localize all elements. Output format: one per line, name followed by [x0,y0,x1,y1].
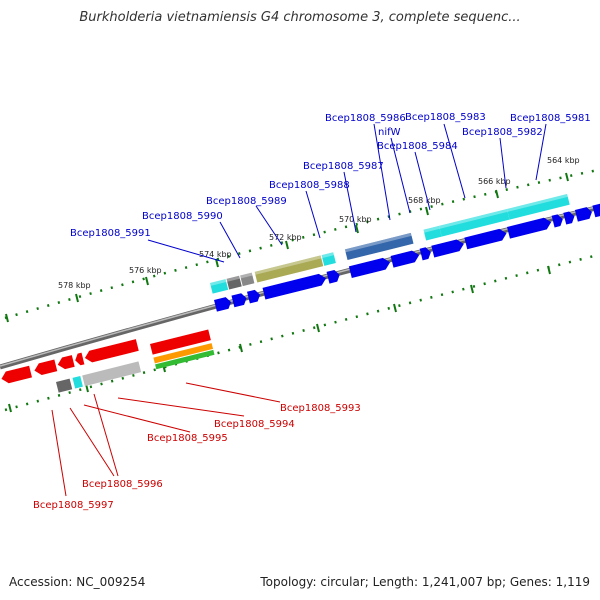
gene-label[interactable]: Bcep1808_5988 [269,180,350,191]
gene-feature[interactable] [321,252,336,266]
gene-feature[interactable] [56,355,75,371]
gene-label[interactable]: Bcep1808_5989 [206,196,287,207]
gene-feature[interactable] [390,249,421,268]
gene-feature[interactable] [231,292,247,308]
gene-label[interactable]: Bcep1808_5982 [462,127,543,138]
gene-feature[interactable] [0,365,33,385]
forward-gene-labels: Bcep1808_5991 Bcep1808_5990 Bcep1808_598… [70,112,591,239]
gene-feature[interactable] [240,272,255,287]
gene-label[interactable]: Bcep1808_5997 [33,500,114,511]
gene-feature[interactable] [464,227,508,250]
reverse-strand-genes [0,329,215,393]
gene-label[interactable]: Bcep1808_5994 [214,419,295,430]
gene-label[interactable]: Bcep1808_5990 [142,211,223,222]
gene-label[interactable]: Bcep1808_5995 [147,433,228,444]
gene-feature[interactable] [592,203,600,218]
gene-feature[interactable] [431,238,465,258]
gene-label[interactable]: Bcep1808_5991 [70,228,151,239]
forward-callouts [147,123,547,263]
gene-feature[interactable] [419,246,433,261]
map-title: Burkholderia vietnamiensis G4 chromosome… [79,10,521,25]
gene-feature[interactable] [423,225,442,241]
tick-label: 568 kbp [408,196,441,205]
tick-label: 572 kbp [269,233,302,242]
gene-feature[interactable] [72,375,83,389]
gene-label[interactable]: Bcep1808_5986 [325,113,406,124]
tick-label: 574 kbp [199,250,232,259]
tick-label: 576 kbp [129,266,162,275]
gene-label[interactable]: Bcep1808_5993 [280,403,361,414]
major-ticks [5,172,569,323]
gene-feature[interactable] [150,329,211,355]
genome-summary-text: Topology: circular; Length: 1,241,007 bp… [260,575,590,589]
outer-tick-track [4,168,599,320]
gene-feature[interactable] [82,361,142,387]
gene-label[interactable]: Bcep1808_5987 [303,161,384,172]
accession-text: Accession: NC_009254 [9,575,146,589]
gene-feature[interactable] [214,296,232,312]
gene-feature[interactable] [226,275,242,290]
gene-feature[interactable] [246,289,262,304]
gene-feature[interactable] [155,349,215,370]
gene-label[interactable]: Bcep1808_5996 [82,479,163,490]
gene-feature[interactable] [153,343,214,364]
gene-feature[interactable] [210,279,229,294]
gene-label[interactable]: Bcep1808_5983 [405,112,486,123]
gene-feature[interactable] [574,206,593,222]
tick-label: 566 kbp [478,177,511,186]
gene-feature[interactable] [506,193,570,220]
gene-label[interactable]: Bcep1808_5981 [510,113,591,124]
gene-feature[interactable] [83,339,139,364]
gene-feature[interactable] [326,269,342,284]
gene-label[interactable]: nifW [378,127,401,138]
tick-label: 570 kbp [339,215,372,224]
gene-feature[interactable] [344,232,414,261]
reverse-gene-labels: Bcep1808_5993 Bcep1808_5994 Bcep1808_599… [33,403,361,511]
reverse-callouts [51,382,281,497]
gene-feature[interactable] [563,210,576,225]
tick-label: 578 kbp [58,281,91,290]
gene-feature[interactable] [254,255,324,283]
gene-feature[interactable] [348,256,392,279]
inner-major-ticks [8,265,551,413]
gene-feature[interactable] [438,208,510,237]
gene-feature[interactable] [551,213,565,228]
gene-feature[interactable] [262,272,328,300]
gene-feature[interactable] [56,378,73,393]
gene-label[interactable]: Bcep1808_5984 [377,141,458,152]
tick-label: 564 kbp [547,156,580,165]
gene-feature[interactable] [74,352,85,367]
gene-feature[interactable] [33,359,58,376]
gene-feature[interactable] [507,216,553,239]
forward-strand-genes [210,193,600,312]
